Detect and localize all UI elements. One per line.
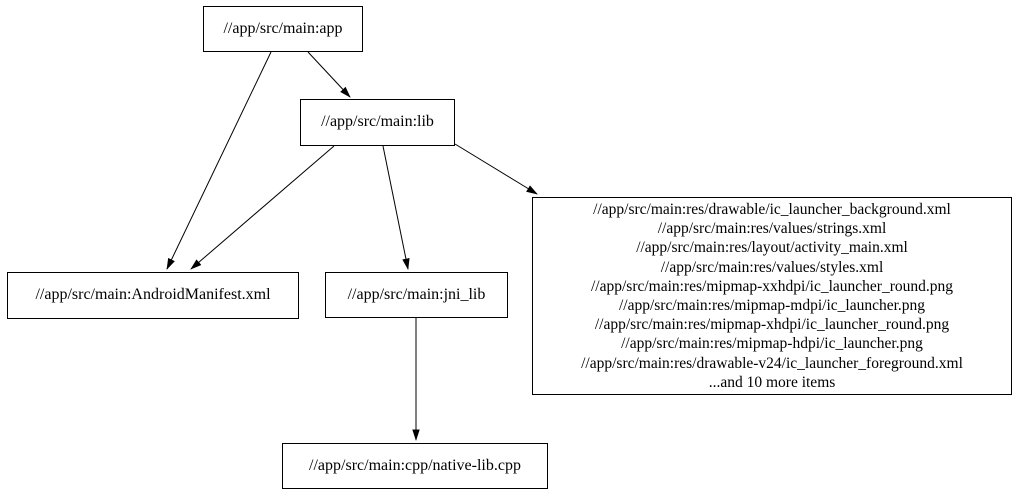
edge-lib-to-jni-lib (382, 145, 410, 270)
edge-app-to-lib (307, 51, 351, 98)
res-file-label: //app/src/main:res/values/strings.xml (657, 220, 887, 238)
node-jni-lib-label: //app/src/main:jni_lib (347, 285, 486, 303)
node-app: //app/src/main:app (203, 6, 363, 52)
res-file-label: //app/src/main:res/drawable/ic_launcher_… (593, 200, 951, 218)
node-android-manifest: //app/src/main:AndroidManifest.xml (7, 272, 299, 319)
node-res-group: //app/src/main:res/drawable/ic_launcher_… (532, 197, 1012, 395)
res-file-label: //app/src/main:res/mipmap-xhdpi/ic_launc… (594, 316, 950, 334)
node-native-lib-cpp: //app/src/main:cpp/native-lib.cpp (282, 443, 548, 489)
res-file-label: //app/src/main:res/mipmap-xxhdpi/ic_laun… (590, 277, 953, 295)
res-file-label: //app/src/main:res/drawable-v24/ic_launc… (581, 354, 963, 372)
res-more-items-label: ...and 10 more items (708, 373, 836, 391)
res-file-label: //app/src/main:res/mipmap-hdpi/ic_launch… (621, 335, 923, 353)
edge-lib-to-manifest (190, 145, 335, 270)
edge-app-to-manifest (166, 51, 272, 270)
res-file-label: //app/src/main:res/values/styles.xml (660, 258, 884, 276)
res-file-label: //app/src/main:res/mipmap-mdpi/ic_launch… (618, 297, 926, 314)
node-native-lib-cpp-label: //app/src/main:cpp/native-lib.cpp (309, 456, 521, 474)
node-android-manifest-label: //app/src/main:AndroidManifest.xml (35, 286, 271, 304)
res-file-label: //app/src/main:res/layout/activity_main.… (636, 239, 908, 257)
node-app-label: //app/src/main:app (223, 19, 343, 37)
node-lib: //app/src/main:lib (300, 99, 455, 146)
node-lib-label: //app/src/main:lib (321, 113, 434, 131)
node-jni-lib: //app/src/main:jni_lib (325, 272, 508, 318)
edge-lib-to-res-group (454, 143, 538, 195)
